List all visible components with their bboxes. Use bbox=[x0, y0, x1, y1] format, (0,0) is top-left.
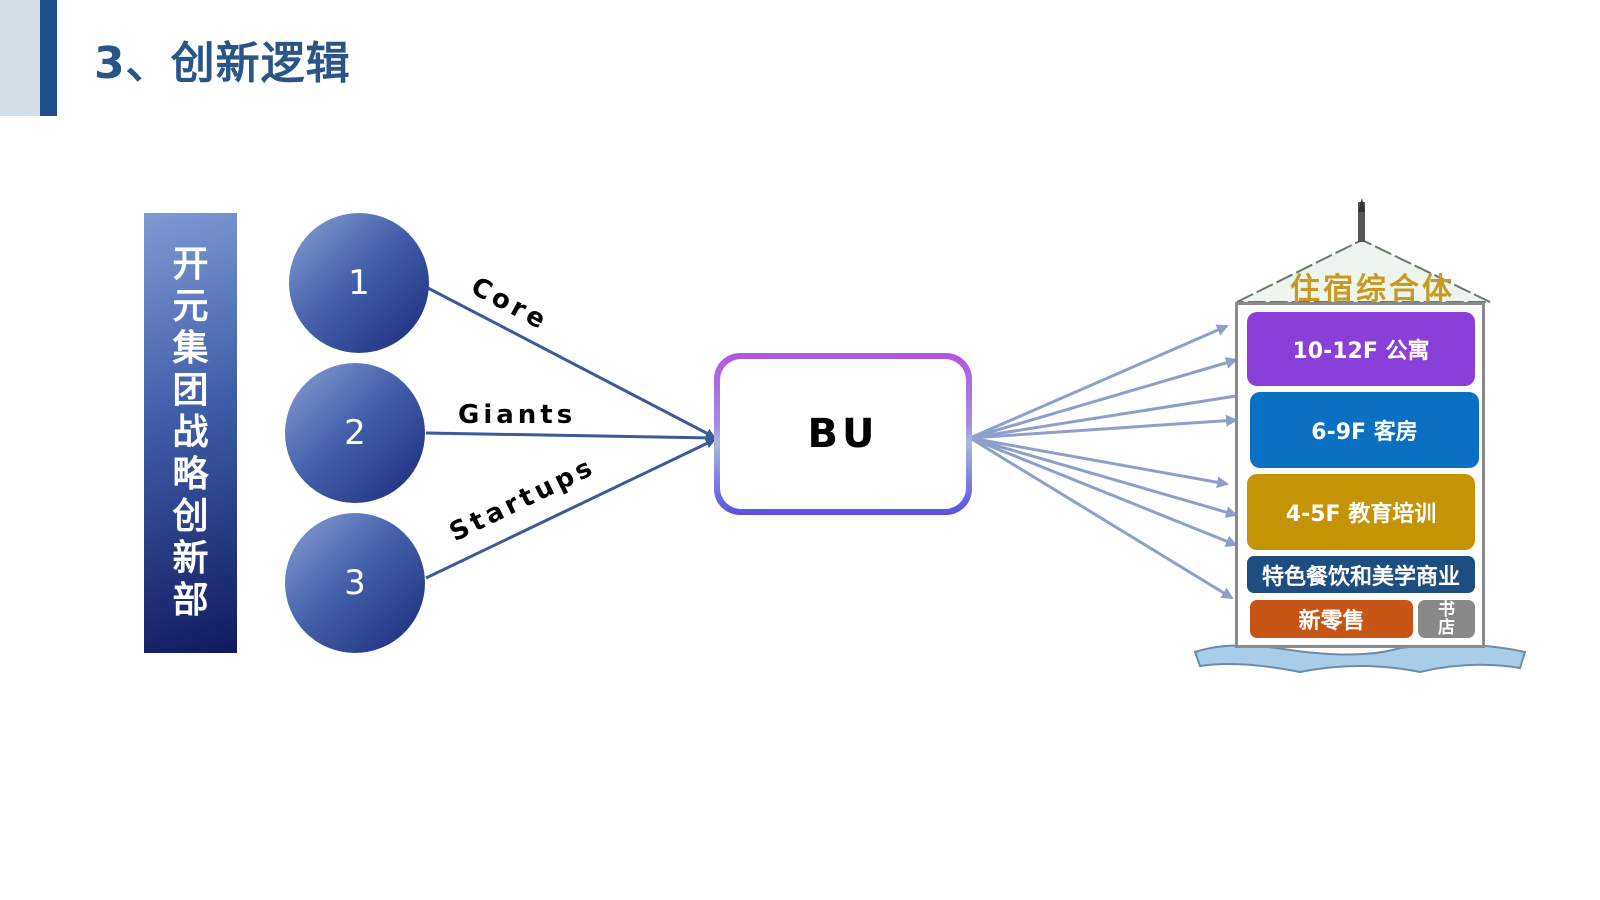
source-number: 1 bbox=[348, 263, 370, 303]
floor-label: 新零售 bbox=[1298, 609, 1365, 634]
spire bbox=[1358, 202, 1365, 242]
floor-education: 4-5F 教育培训 bbox=[1247, 474, 1475, 550]
floor-new-retail: 新零售 bbox=[1250, 600, 1413, 638]
spire-top bbox=[1358, 198, 1365, 212]
floor-guest-rooms: 6-9F 客房 bbox=[1250, 392, 1479, 468]
header-accent-light-bar bbox=[0, 0, 40, 116]
floor-label: 6-9F 客房 bbox=[1311, 420, 1418, 445]
source-node-1: 1 bbox=[289, 213, 429, 353]
outbound-arrow bbox=[969, 394, 1237, 440]
source-node-2: 2 bbox=[285, 363, 425, 503]
outbound-arrow bbox=[969, 436, 1234, 600]
base-platform bbox=[1193, 643, 1527, 674]
bu-hub: BU bbox=[714, 353, 972, 515]
banner-char: 创 bbox=[172, 496, 209, 537]
edge-label-giants: Giants bbox=[458, 400, 577, 430]
header-accent-dark-bar bbox=[40, 0, 57, 116]
source-number: 2 bbox=[344, 413, 366, 453]
outbound-arrow bbox=[969, 436, 1238, 547]
giants-arrow bbox=[425, 431, 716, 443]
outbound-arrow bbox=[969, 414, 1238, 440]
source-node-3: 3 bbox=[285, 513, 425, 653]
outbound-arrow bbox=[969, 436, 1229, 489]
outbound-arrows bbox=[969, 324, 1238, 600]
banner-char: 略 bbox=[172, 454, 209, 495]
floor-label: 特色餐饮和美学商业 bbox=[1261, 564, 1460, 590]
core-arrow bbox=[425, 285, 716, 439]
banner-char: 集 bbox=[172, 328, 209, 369]
bu-label: BU bbox=[720, 359, 966, 509]
strategy-department-banner: 开 元 集 团 战 略 创 新 部 bbox=[144, 213, 237, 653]
outbound-arrow bbox=[969, 436, 1238, 518]
floor-apartments: 10-12F 公寓 bbox=[1247, 312, 1475, 386]
banner-char: 战 bbox=[172, 412, 209, 453]
building-title: 住宿综合体 bbox=[1290, 272, 1455, 307]
floor-label: 书店 bbox=[1438, 600, 1455, 638]
floor-dining-commerce: 特色餐饮和美学商业 bbox=[1247, 556, 1475, 593]
banner-char: 开 bbox=[172, 244, 209, 285]
outbound-arrow bbox=[969, 357, 1238, 440]
page-title: 3、创新逻辑 bbox=[94, 38, 351, 89]
floor-label: 4-5F 教育培训 bbox=[1285, 502, 1437, 527]
banner-char: 新 bbox=[172, 538, 209, 579]
banner-char: 部 bbox=[172, 580, 209, 621]
source-number: 3 bbox=[344, 563, 366, 603]
banner-char: 元 bbox=[172, 286, 209, 327]
startups-arrow bbox=[425, 438, 716, 580]
outbound-arrow bbox=[969, 324, 1229, 440]
banner-char: 团 bbox=[172, 370, 209, 411]
floor-bookstore: 书店 bbox=[1418, 600, 1475, 638]
floor-label: 10-12F 公寓 bbox=[1292, 339, 1430, 364]
